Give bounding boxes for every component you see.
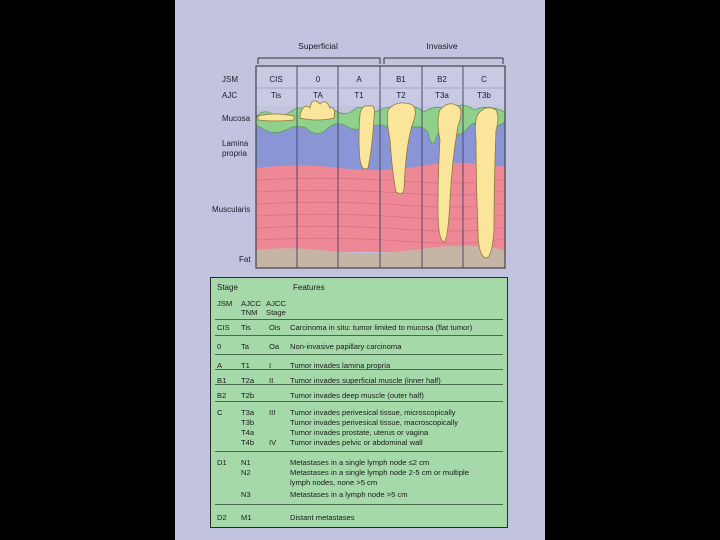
- col-ajc-ta: TA: [313, 91, 323, 100]
- col-ajc-t3b: T3b: [477, 91, 491, 100]
- col-jsm-c: C: [481, 75, 487, 84]
- row-feature-cell: lymph nodes, none >5 cm: [290, 478, 377, 487]
- subheader-jsm: JSM: [217, 299, 232, 308]
- row-stage-cell: IV: [269, 438, 276, 447]
- col-jsm-a: A: [356, 75, 362, 84]
- row-separator: [215, 354, 503, 355]
- col-jsm-b1: B1: [396, 75, 406, 84]
- row-feature-cell: Distant metastases: [290, 513, 355, 522]
- row-tnm-cell: T3b: [241, 418, 254, 427]
- row-jsm-cell: 0: [217, 342, 221, 351]
- layer-label-lamina: Lamina: [222, 139, 249, 148]
- staging-table: Stage Features JSM AJCC TNM AJCC Stage C…: [210, 277, 508, 528]
- row-tnm-cell: T4b: [241, 438, 254, 447]
- row-tnm-cell: M1: [241, 513, 252, 522]
- layer-label-propria: propria: [222, 149, 247, 158]
- tumor-cis: [258, 114, 294, 121]
- row-separator: [215, 504, 503, 505]
- row-tnm-cell: T3a: [241, 408, 254, 417]
- row-tnm-cell: T4a: [241, 428, 254, 437]
- row-tnm-cell: Tis: [241, 323, 251, 332]
- row-stage-cell: Oa: [269, 342, 279, 351]
- row-stage-cell: III: [269, 408, 275, 417]
- row-jsm-cell: D2: [217, 513, 227, 522]
- row-feature-cell: Non-invasive papillary carcinoma: [290, 342, 401, 351]
- row-tnm-cell: N2: [241, 468, 251, 477]
- invasive-bracket: [384, 58, 503, 64]
- row-label-jsm: JSM: [222, 75, 238, 84]
- row-jsm-cell: C: [217, 408, 222, 417]
- superficial-bracket: [258, 58, 380, 64]
- row-separator: [215, 451, 503, 452]
- row-tnm-cell: Ta: [241, 342, 249, 351]
- col-jsm-b2: B2: [437, 75, 447, 84]
- row-feature-cell: Tumor invades prostate, uterus or vagina: [290, 428, 428, 437]
- row-label-ajc: AJC: [222, 91, 237, 100]
- layer-label-mucosa: Mucosa: [222, 114, 251, 123]
- col-jsm-0: 0: [316, 75, 321, 84]
- row-tnm-cell: N1: [241, 458, 251, 467]
- row-separator: [215, 369, 503, 370]
- row-separator: [215, 335, 503, 336]
- col-ajc-t2: T2: [396, 91, 406, 100]
- superficial-label: Superficial: [298, 41, 338, 51]
- row-feature-cell: Metastases in a single lymph node 2-5 cm…: [290, 468, 469, 477]
- col-ajc-t3a: T3a: [435, 91, 449, 100]
- row-feature-cell: Metastases in a single lymph node ≤2 cm: [290, 458, 429, 467]
- row-feature-cell: Tumor invades deep muscle (outer half): [290, 391, 424, 400]
- row-jsm-cell: CIS: [217, 323, 230, 332]
- row-separator: [215, 401, 503, 402]
- row-feature-cell: Tumor invades perivesical tissue, micros…: [290, 408, 456, 417]
- table-divider: [215, 319, 503, 320]
- row-feature-cell: Metastases in a lymph node >5 cm: [290, 490, 408, 499]
- subheader-ajcc-tnm-1: AJCC: [241, 299, 261, 308]
- row-feature-cell: Tumor invades pelvic or abdominal wall: [290, 438, 423, 447]
- subheader-stage: Stage: [266, 308, 286, 317]
- features-header: Features: [293, 283, 325, 292]
- layer-label-muscularis: Muscularis: [212, 205, 250, 214]
- row-stage-cell: Ois: [269, 323, 280, 332]
- col-jsm-cis: CIS: [269, 75, 282, 84]
- row-feature-cell: Carcinoma in situ: tumor limited to muco…: [290, 323, 472, 332]
- subheader-tnm: TNM: [241, 308, 257, 317]
- row-separator: [215, 384, 503, 385]
- row-feature-cell: Tumor invades perivesical tissue, macros…: [290, 418, 458, 427]
- table-title: Stage: [217, 283, 238, 292]
- invasive-label: Invasive: [426, 41, 457, 51]
- row-jsm-cell: D1: [217, 458, 227, 467]
- row-tnm-cell: T2b: [241, 391, 254, 400]
- row-jsm-cell: B2: [217, 391, 226, 400]
- layer-label-fat: Fat: [239, 255, 251, 264]
- bladder-staging-diagram: Superficial Invasive JSM AJC CIS Tis 0 T…: [0, 0, 720, 280]
- row-tnm-cell: N3: [241, 490, 251, 499]
- col-ajc-tis: Tis: [271, 91, 281, 100]
- subheader-ajcc-stage-1: AJCC: [266, 299, 286, 308]
- col-ajc-t1: T1: [354, 91, 364, 100]
